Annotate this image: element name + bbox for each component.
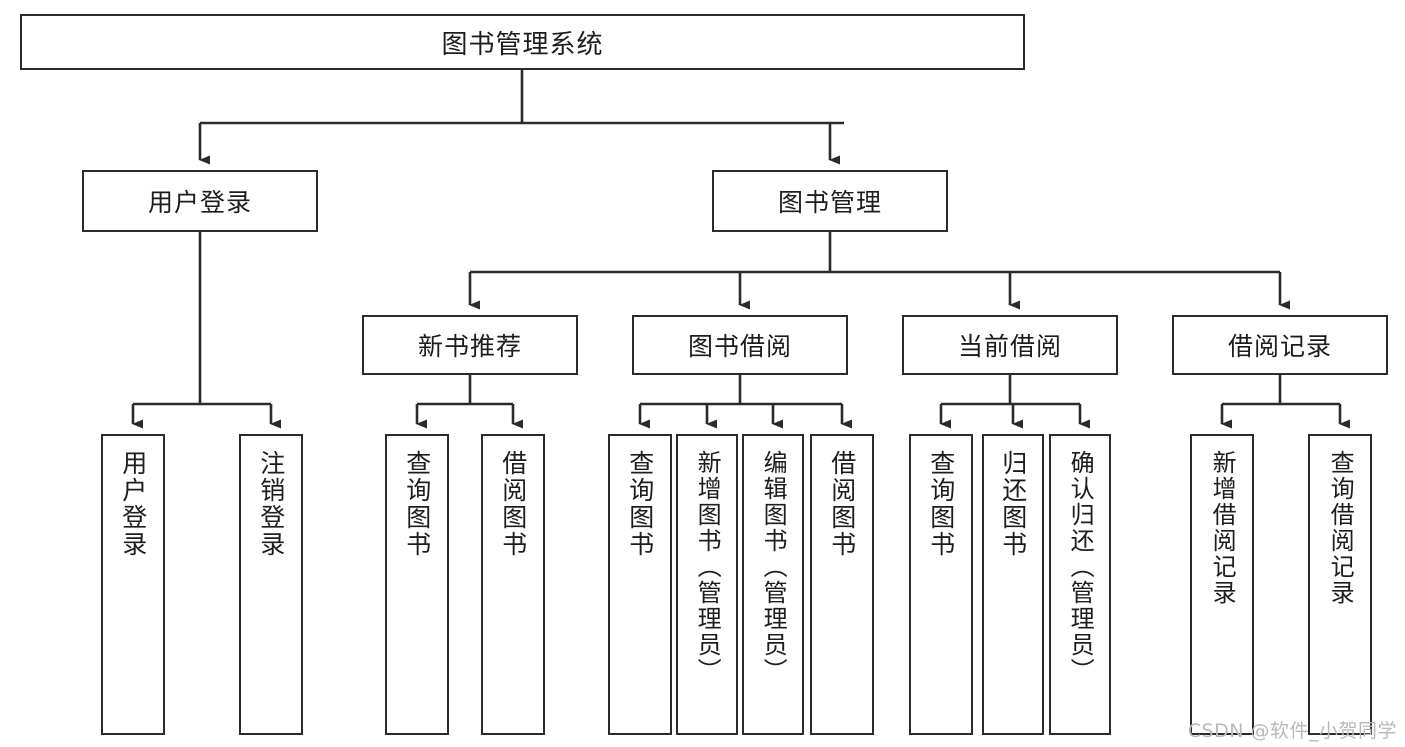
node-label: 借阅记录	[1227, 332, 1332, 361]
node-book-borrow[interactable]: 图书借阅	[632, 315, 848, 375]
leaf-label: 确认归还（管理员）	[1066, 450, 1095, 684]
node-label: 当前借阅	[957, 332, 1062, 361]
node-book-management[interactable]: 图书管理	[712, 170, 948, 232]
leaf-label: 编辑图书（管理员）	[759, 450, 788, 684]
leaf-borrow-book[interactable]: 借阅图书	[810, 434, 874, 735]
leaf-return-book[interactable]: 归还图书	[982, 434, 1044, 735]
leaf-label: 注销登录	[256, 450, 286, 558]
leaf-label: 归还图书	[998, 450, 1028, 558]
leaf-confirm-return-admin[interactable]: 确认归还（管理员）	[1049, 434, 1111, 735]
watermark-text: CSDN @软件_小贺同学	[1187, 720, 1397, 742]
leaf-borrow-book-recommendation[interactable]: 借阅图书	[481, 434, 545, 735]
leaf-label: 查询图书	[926, 450, 956, 558]
node-label: 新书推荐	[417, 332, 522, 361]
leaf-query-book-recommendation[interactable]: 查询图书	[385, 434, 449, 735]
node-borrow-records[interactable]: 借阅记录	[1172, 315, 1388, 375]
node-root-title[interactable]: 图书管理系统	[20, 14, 1025, 70]
leaf-query-book[interactable]: 查询图书	[608, 434, 672, 735]
leaf-logout[interactable]: 注销登录	[239, 434, 303, 735]
leaf-add-borrow-record[interactable]: 新增借阅记录	[1190, 434, 1254, 735]
node-label: 图书管理	[777, 188, 882, 217]
leaf-label: 用户登录	[118, 450, 148, 558]
leaf-add-book-admin[interactable]: 新增图书（管理员）	[676, 434, 738, 735]
leaf-label: 查询图书	[402, 450, 432, 558]
leaf-user-login[interactable]: 用户登录	[101, 434, 165, 735]
leaf-label: 新增图书（管理员）	[693, 450, 722, 684]
leaf-label: 借阅图书	[498, 450, 528, 558]
node-current-borrow[interactable]: 当前借阅	[902, 315, 1118, 375]
leaf-label: 查询图书	[625, 450, 655, 558]
node-user-login[interactable]: 用户登录	[82, 170, 318, 232]
node-label: 用户登录	[147, 188, 252, 217]
node-label: 图书借阅	[687, 332, 792, 361]
leaf-label: 新增借阅记录	[1208, 450, 1237, 606]
leaf-label: 借阅图书	[827, 450, 857, 558]
leaf-query-borrow-record[interactable]: 查询借阅记录	[1308, 434, 1372, 735]
node-label: 图书管理系统	[441, 29, 604, 60]
leaf-query-book-current[interactable]: 查询图书	[909, 434, 973, 735]
node-new-book-recommendation[interactable]: 新书推荐	[362, 315, 578, 375]
leaf-edit-book-admin[interactable]: 编辑图书（管理员）	[742, 434, 804, 735]
leaf-label: 查询借阅记录	[1326, 450, 1355, 606]
